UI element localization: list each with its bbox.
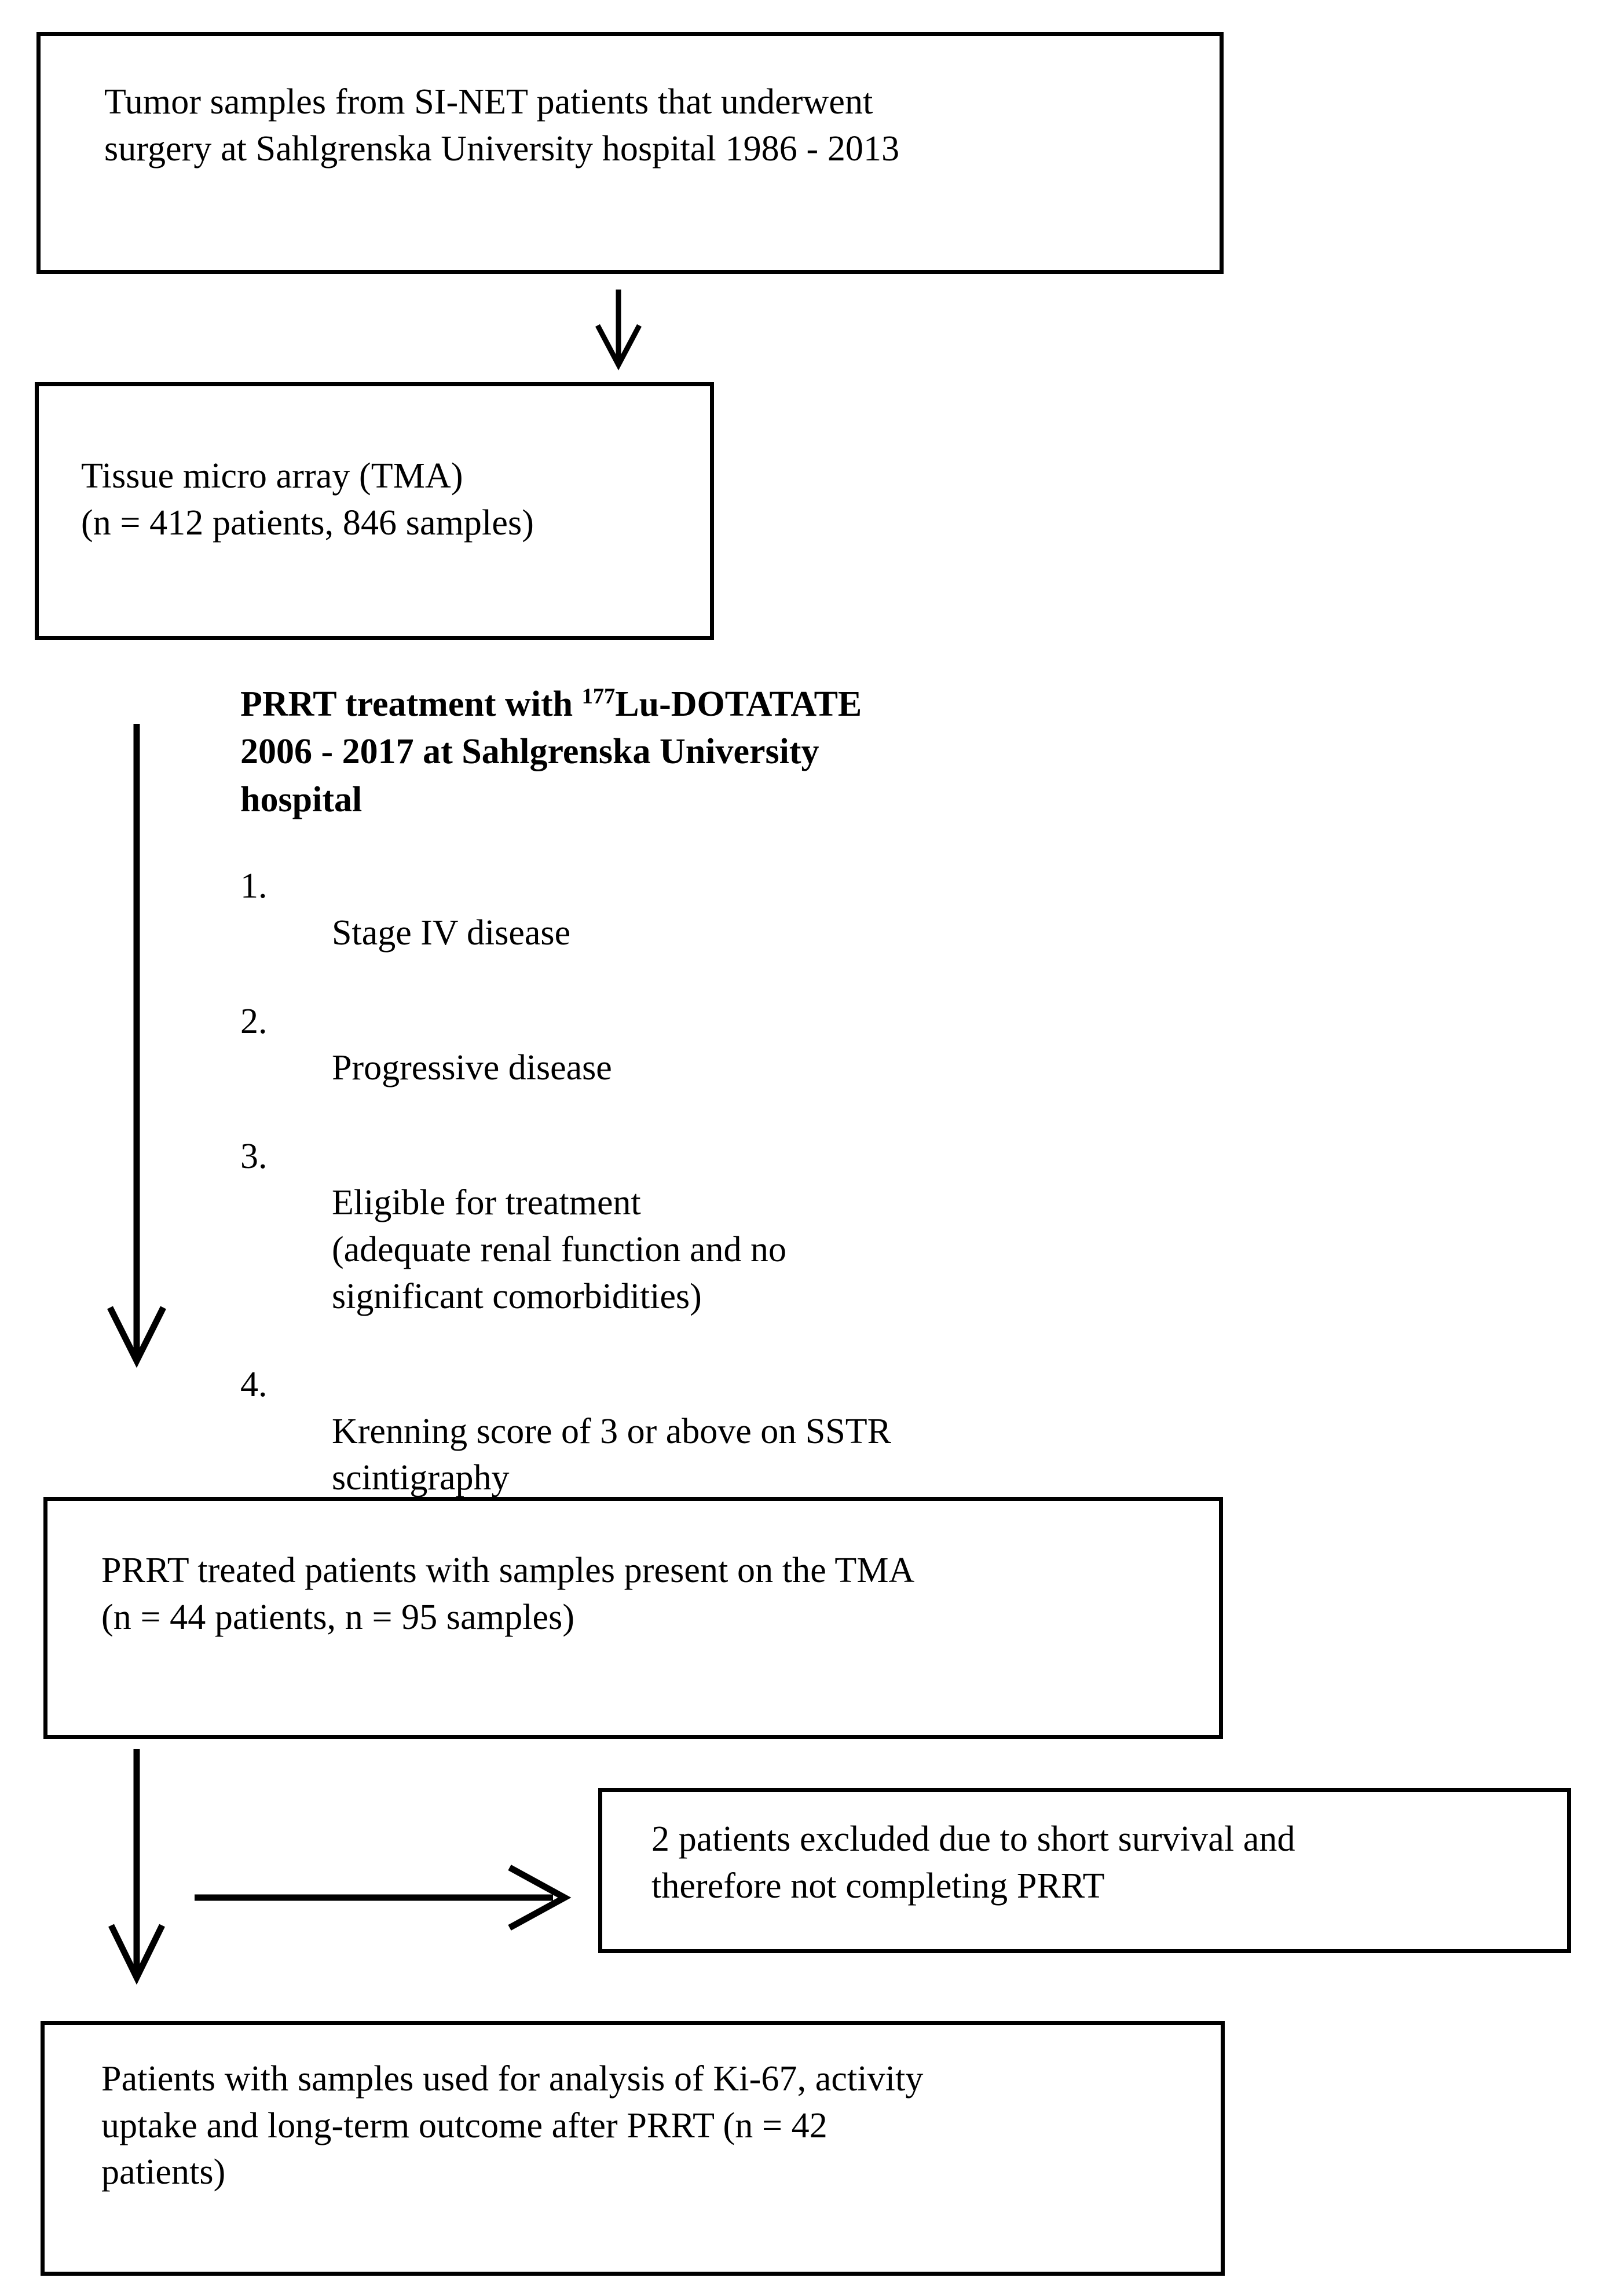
box-excluded (598, 1788, 1571, 1953)
box-tma (35, 382, 714, 640)
criteria-item-1-label: Stage IV disease (332, 913, 571, 953)
prrt-criteria-heading-part1: PRRT treatment with (240, 684, 582, 724)
criteria-item-4: 4. Krenning score of 3 or above on SSTR s… (240, 1361, 1225, 1502)
criteria-item-3-label: Eligible for treatment (adequate renal f… (332, 1183, 786, 1316)
criteria-item-1: 1. Stage IV disease (240, 863, 1225, 956)
box-source-cohort (36, 32, 1224, 274)
arrow-prrt-to-excluded-icon (195, 1865, 572, 1931)
box-tma-text: Tissue micro array (TMA) (n = 412 patien… (81, 456, 534, 543)
criteria-item-4-number: 4. (240, 1365, 268, 1405)
box-excluded-text: 2 patients excluded due to short surviva… (651, 1819, 1295, 1906)
prrt-criteria-list: 1. Stage IV disease 2. Progressive disease… (240, 863, 1225, 1502)
prrt-criteria-block: PRRT treatment with 177Lu-DOTATATE 2006 … (240, 680, 1225, 1543)
prrt-criteria-heading-part2: Lu-DOTATATE 2006 - 2017 at Sahlgrenska U… (240, 684, 862, 819)
criteria-item-4-label: Krenning score of 3 or above on SSTR sci… (332, 1411, 891, 1498)
isotope-superscript: 177 (581, 684, 616, 709)
prrt-criteria-heading: PRRT treatment with 177Lu-DOTATATE 2006 … (240, 680, 1045, 823)
box-prrt-treated (43, 1497, 1223, 1739)
box-final-cohort (41, 2021, 1225, 2276)
box-prrt-treated-text: PRRT treated patients with samples prese… (101, 1551, 915, 1637)
criteria-item-1-number: 1. (240, 866, 268, 906)
criteria-item-2-number: 2. (240, 1001, 268, 1041)
arrow-tma-to-prrt-treated-icon (107, 724, 166, 1368)
criteria-item-3-number: 3. (240, 1136, 268, 1176)
criteria-item-3: 3. Eligible for treatment (adequate renal… (240, 1133, 1225, 1320)
box-source-cohort-text: Tumor samples from SI-NET patients that … (104, 82, 900, 169)
arrow-source-to-tma-icon (595, 290, 642, 371)
arrow-prrt-to-final-icon (108, 1749, 165, 1985)
criteria-item-2-label: Progressive disease (332, 1048, 612, 1088)
criteria-item-2: 2. Progressive disease (240, 998, 1225, 1092)
box-final-cohort-text: Patients with samples used for analysis … (101, 2059, 924, 2192)
